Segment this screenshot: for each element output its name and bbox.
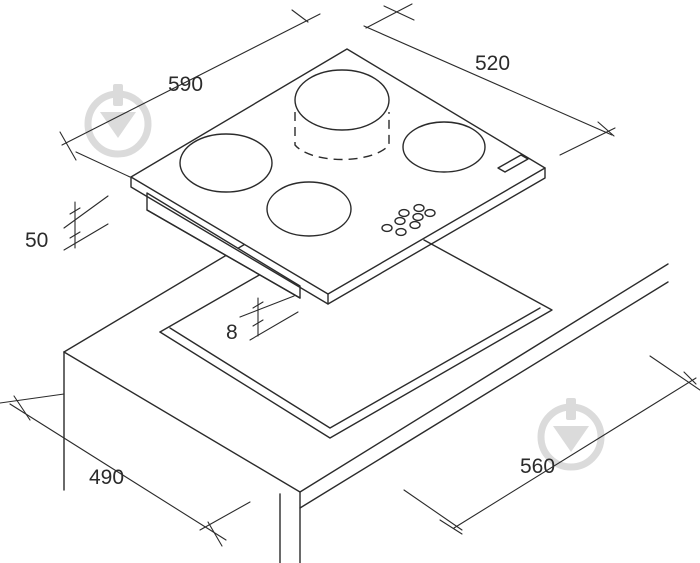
burner-rear-large xyxy=(294,69,390,131)
watermark-logo-icon xyxy=(84,84,152,158)
burner-front-center xyxy=(266,181,352,237)
dimension-label-cutout-depth: 490 xyxy=(89,466,124,489)
dimension-gap xyxy=(239,295,299,341)
burner-rear-right xyxy=(402,121,486,173)
dimension-label-gap: 8 xyxy=(226,321,238,344)
countertop xyxy=(63,227,669,563)
dimension-cutout-depth xyxy=(0,393,251,547)
dimension-hob-depth xyxy=(59,9,321,178)
dimension-hob-width xyxy=(363,3,616,156)
hob xyxy=(130,48,546,305)
dimension-cutout-width xyxy=(403,355,700,535)
dimension-label-hob-width: 520 xyxy=(475,52,510,75)
burner-front-left xyxy=(179,133,273,193)
countertop-cutout xyxy=(159,239,553,439)
touch-controls xyxy=(381,203,436,237)
dimension-label-hob-height: 50 xyxy=(25,229,48,252)
display-window xyxy=(497,154,529,173)
dimension-hob-height xyxy=(63,195,109,251)
burner-rear-dashed-outline xyxy=(294,112,390,161)
dimension-label-cutout-width: 560 xyxy=(520,455,555,478)
dimension-label-hob-depth: 590 xyxy=(168,73,203,96)
